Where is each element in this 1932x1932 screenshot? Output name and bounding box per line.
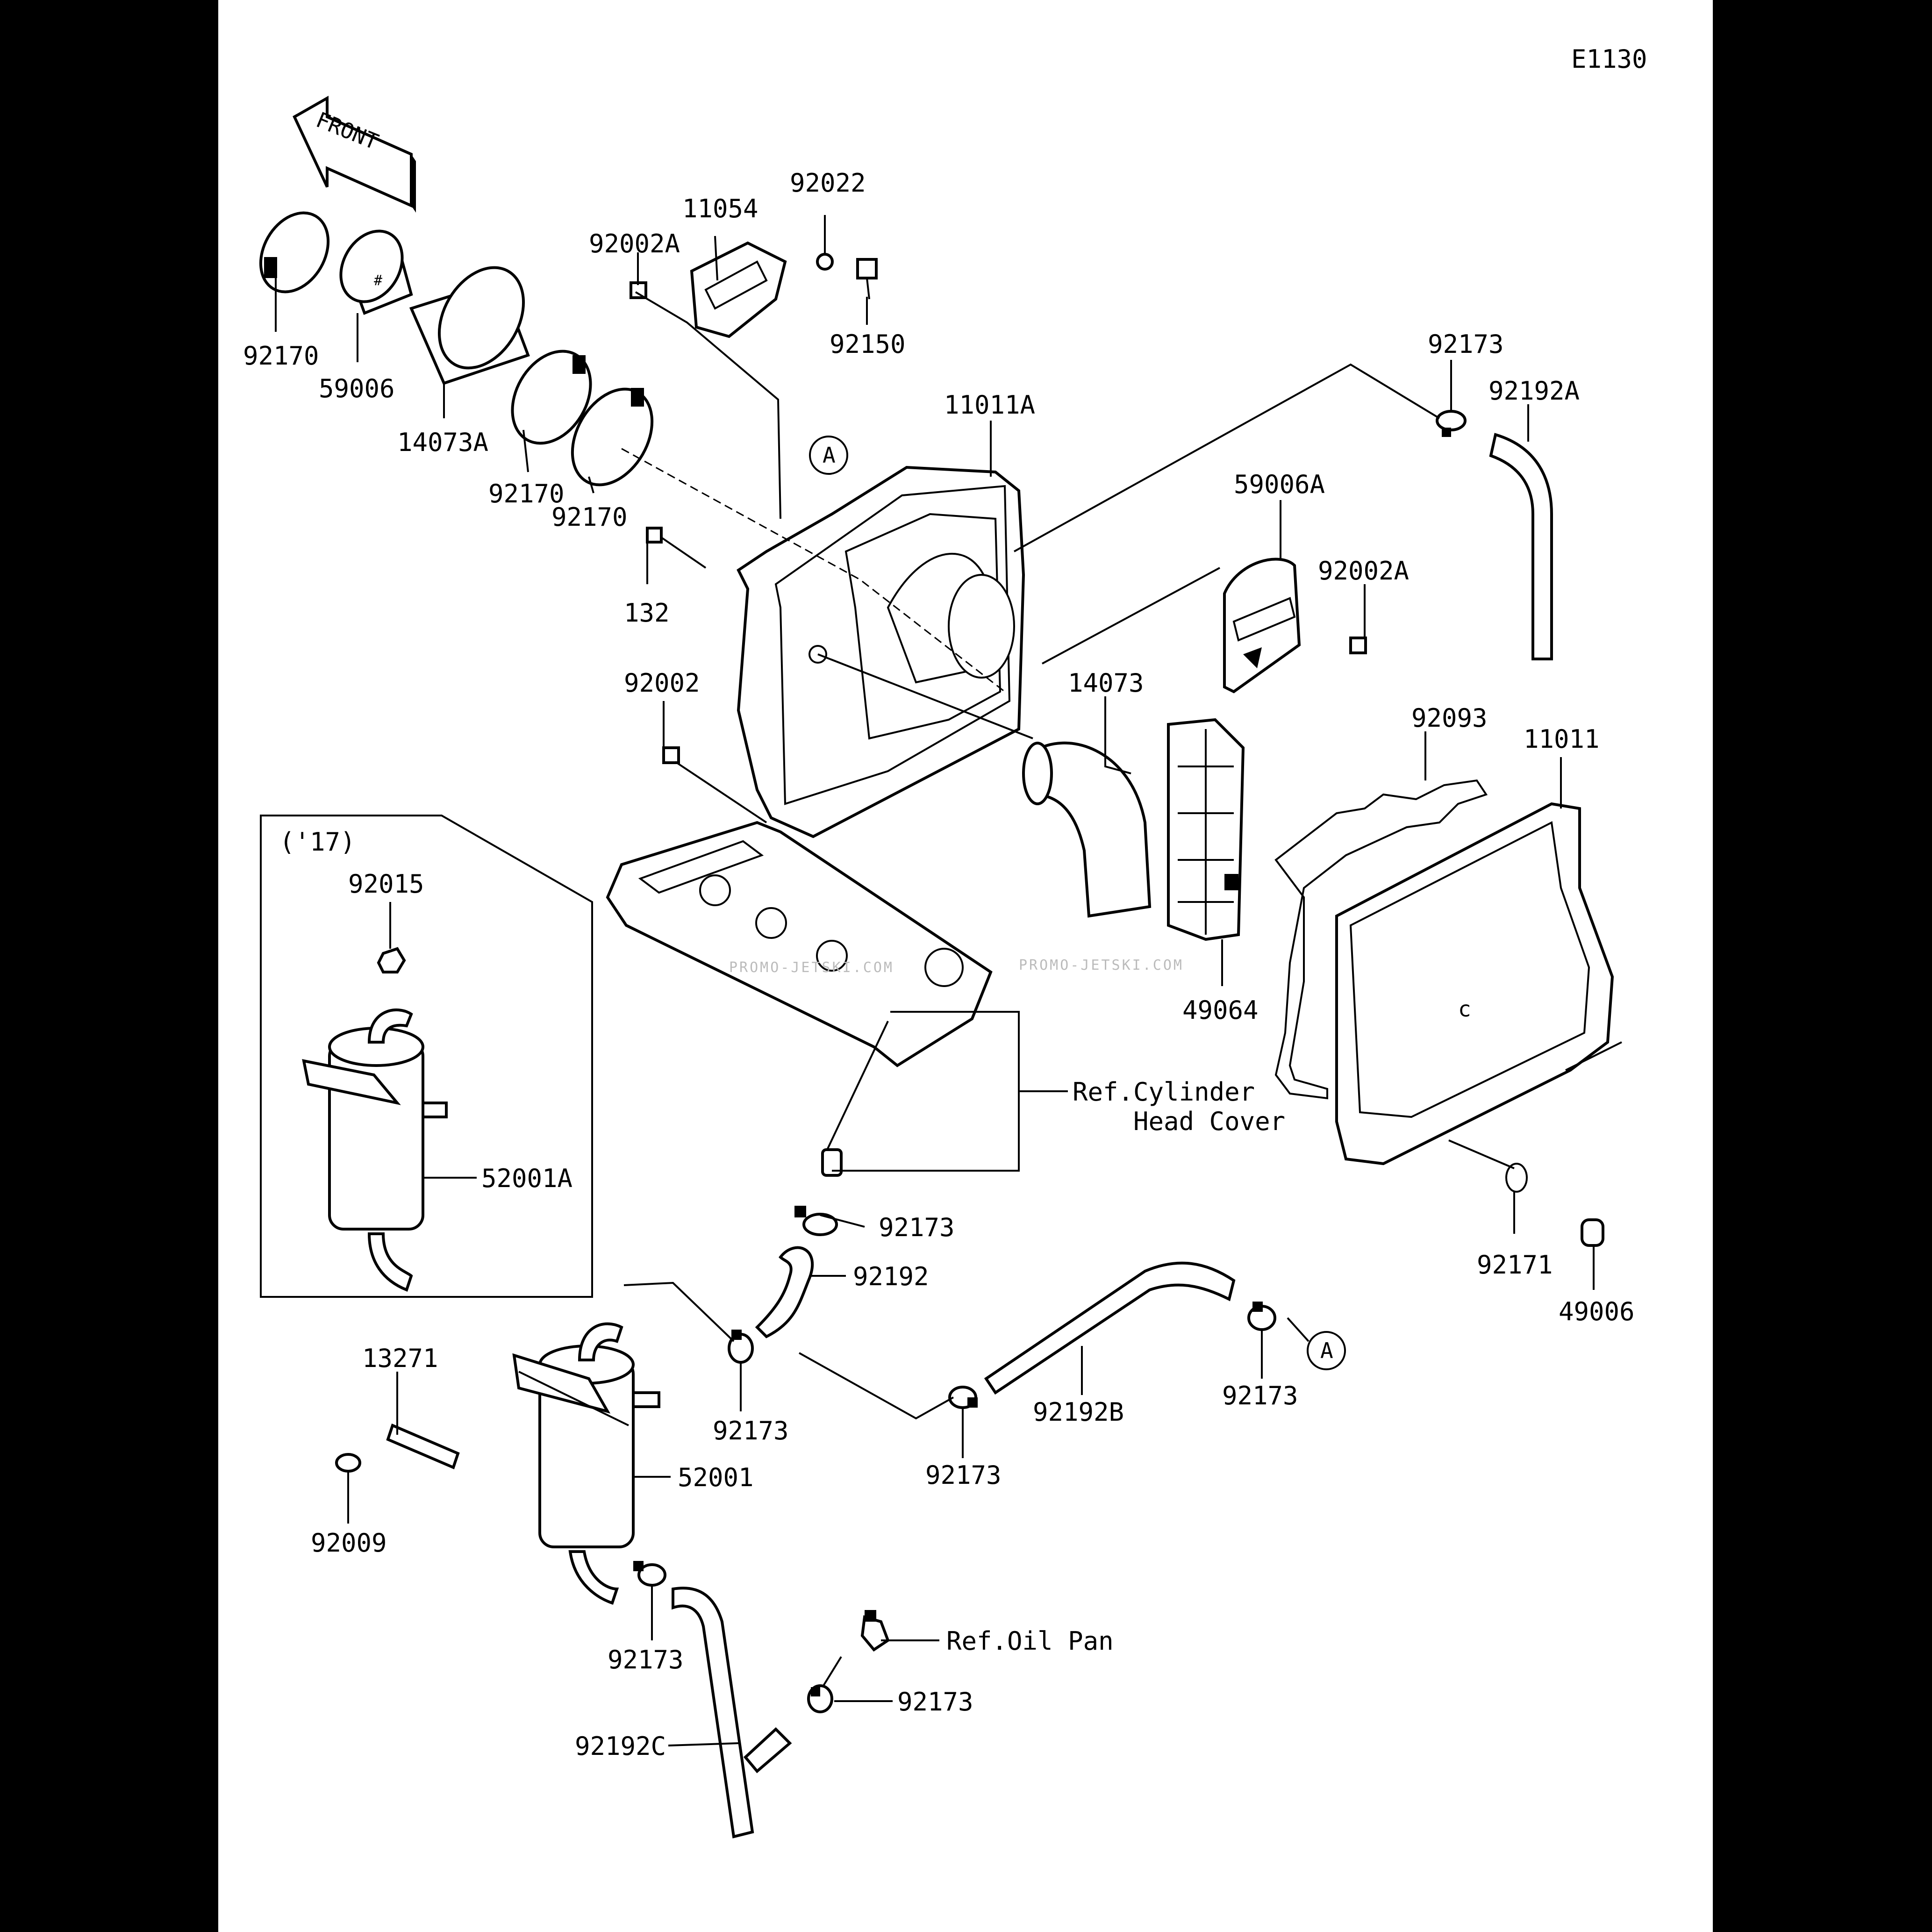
cap-49006 xyxy=(1581,1218,1604,1247)
cylinder-head-cover xyxy=(606,821,993,1067)
part-92022: 92022 xyxy=(790,168,866,198)
part-92170-a: 92170 xyxy=(243,341,319,371)
filter-screen-49064 xyxy=(1167,718,1245,941)
part-92192c: 92192C xyxy=(575,1732,666,1761)
bracket-11054 xyxy=(690,241,787,338)
part-92192: 92192 xyxy=(853,1262,929,1291)
part-92171: 92171 xyxy=(1477,1250,1553,1280)
svg-text:#: # xyxy=(374,272,382,289)
front-arrow-icon: FRONT xyxy=(293,95,416,213)
marker-a-top: A xyxy=(809,436,848,475)
ref-cylinder-head-cover-line1: Ref.Cylinder xyxy=(1073,1077,1255,1107)
watermark: PROMO-JETSKI.COM xyxy=(729,959,894,976)
svg-text:A: A xyxy=(823,443,836,468)
part-labels: 92170 59006 14073A 92170 92170 92002A 11… xyxy=(243,168,1635,1761)
part-92192b: 92192B xyxy=(1033,1397,1124,1427)
cover-59006a xyxy=(1223,558,1301,694)
part-11011: 11011 xyxy=(1524,724,1600,754)
oil-pan-fitting xyxy=(860,1610,890,1652)
hose-92192c xyxy=(672,1587,792,1839)
part-92192a: 92192A xyxy=(1488,376,1580,406)
part-52001: 52001 xyxy=(678,1463,754,1492)
part-92170-c: 92170 xyxy=(551,502,628,532)
bolt-132 xyxy=(646,527,707,569)
figure-code: E1130 xyxy=(1571,44,1647,74)
part-11054: 11054 xyxy=(682,194,758,223)
bolt-92009 xyxy=(335,1453,361,1473)
bolt-92002a-right xyxy=(1349,637,1367,654)
marker-a-bottom: A xyxy=(1307,1331,1346,1370)
part-52001a: 52001A xyxy=(481,1164,572,1193)
part-92170-b: 92170 xyxy=(488,479,565,508)
clip-92171 xyxy=(1505,1163,1528,1193)
bolt-92002a-top xyxy=(630,281,647,299)
clamp-92173-b xyxy=(728,1330,754,1364)
part-92002a-right: 92002A xyxy=(1318,556,1409,586)
clamp-92173-d xyxy=(1247,1302,1276,1331)
fitting-cylinder-head xyxy=(821,1148,843,1177)
part-132: 132 xyxy=(624,598,670,628)
nut-92015 xyxy=(377,947,406,973)
gasket-92093 xyxy=(1274,779,1488,1100)
hose-92192b xyxy=(984,1261,1236,1395)
clamp-92170-a xyxy=(259,211,330,293)
part-59006a: 59006A xyxy=(1234,470,1325,499)
hose-92192a xyxy=(1489,433,1553,660)
bolt-92150 xyxy=(856,258,878,300)
ref-cylinder-head-cover-line2: Head Cover xyxy=(1133,1107,1285,1136)
part-49064: 49064 xyxy=(1182,995,1259,1025)
inset-label: ('17) xyxy=(279,827,356,857)
leader-lines xyxy=(275,215,1622,1746)
clamp-92173-c xyxy=(948,1386,978,1409)
part-92002: 92002 xyxy=(624,668,700,698)
clamp-92170-b xyxy=(511,350,592,445)
bracket-13271 xyxy=(386,1423,460,1470)
washer-92022 xyxy=(816,253,834,271)
part-92002a-top: 92002A xyxy=(589,229,680,258)
intake-duct-14073a xyxy=(409,266,530,385)
part-92173-f: 92173 xyxy=(897,1687,973,1717)
clamp-92170-c xyxy=(571,387,654,487)
part-92150: 92150 xyxy=(830,329,906,359)
ref-oil-pan: Ref.Oil Pan xyxy=(946,1626,1114,1656)
part-92015: 92015 xyxy=(348,869,424,899)
part-92173-c: 92173 xyxy=(925,1460,1002,1490)
elbow-duct-14073 xyxy=(1022,741,1152,918)
svg-text:c: c xyxy=(1458,996,1471,1022)
watermark-2: PROMO-JETSKI.COM xyxy=(1019,957,1184,973)
hose-92192 xyxy=(755,1246,814,1338)
part-13271: 13271 xyxy=(362,1344,438,1373)
part-49006: 49006 xyxy=(1559,1297,1635,1326)
bolt-92002 xyxy=(662,746,680,764)
clamp-92173-mid xyxy=(794,1206,838,1236)
part-92173-e: 92173 xyxy=(608,1645,684,1674)
part-11011a: 11011A xyxy=(944,390,1035,420)
svg-text:A: A xyxy=(1320,1338,1333,1363)
part-92173-d: 92173 xyxy=(1222,1381,1298,1410)
part-14073a: 14073A xyxy=(397,428,488,457)
inset-17: ('17) xyxy=(260,815,593,1298)
part-92173-b: 92173 xyxy=(713,1416,789,1445)
intake-filter-59006: # xyxy=(339,229,413,315)
clamp-92173-f xyxy=(807,1684,833,1713)
part-14073: 14073 xyxy=(1068,668,1144,698)
clamp-92173-e xyxy=(633,1561,666,1587)
part-92173-top: 92173 xyxy=(1428,329,1504,359)
air-box-cover-11011: c xyxy=(1335,802,1614,1166)
part-59006: 59006 xyxy=(319,374,395,403)
separator-52001 xyxy=(512,1322,660,1605)
assembly-lines xyxy=(621,291,1440,1688)
separator-52001a xyxy=(302,1008,448,1292)
part-92093: 92093 xyxy=(1411,703,1488,733)
part-92009: 92009 xyxy=(311,1528,387,1558)
air-box-housing-11011a xyxy=(737,465,1025,838)
part-92173-mid: 92173 xyxy=(879,1213,955,1242)
clamp-92173-top xyxy=(1436,410,1467,437)
